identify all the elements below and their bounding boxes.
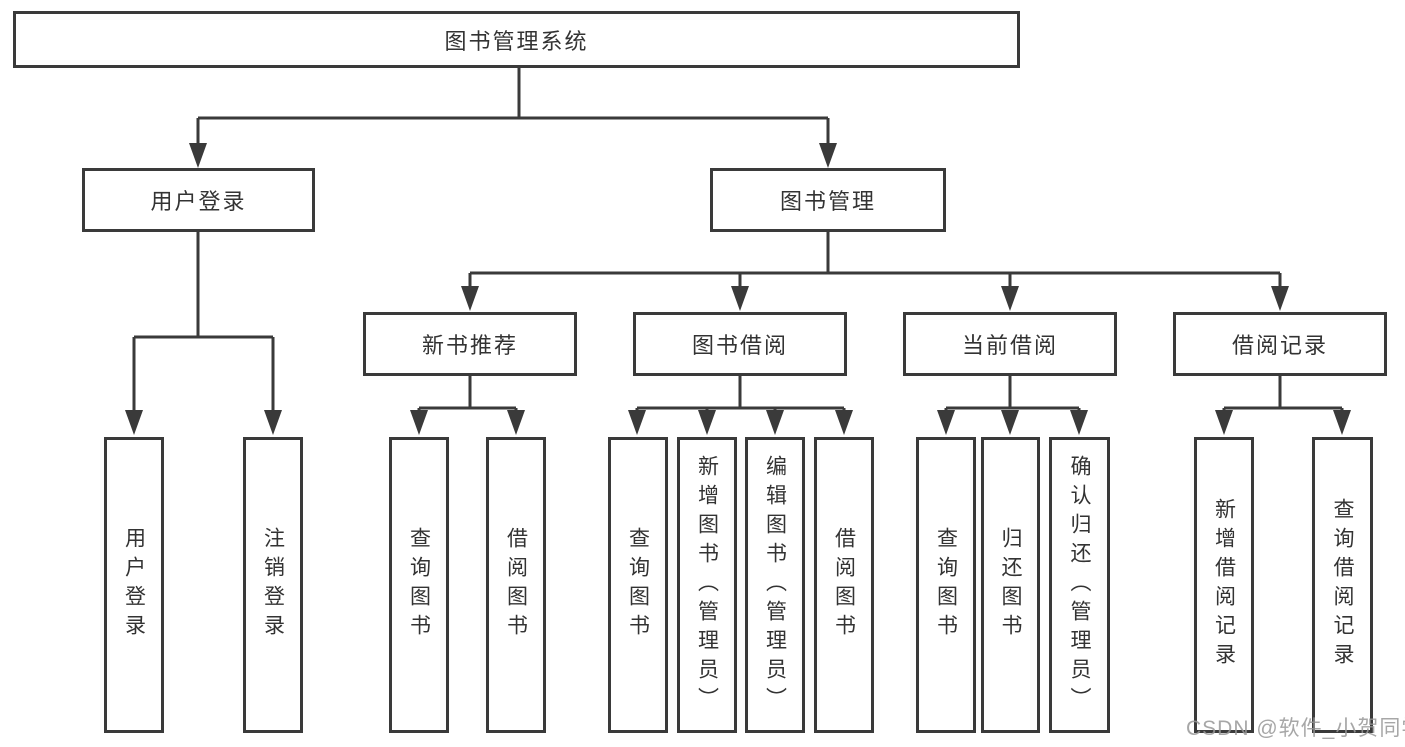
arrowhead-down [937,410,955,435]
arrowhead-down [1001,286,1019,311]
arrowhead-down [731,286,749,311]
node-leaf-record-query: 查询借阅记录 [1312,437,1373,733]
csdn-watermark: CSDN @软件_小贺同学 [1186,717,1405,740]
arrowhead-down [628,410,646,435]
node-leaf-current-confirm-admin: 确认归还（管理员） [1049,437,1110,733]
node-book-management: 图书管理 [710,168,946,232]
node-leaf-newbook-borrow: 借阅图书 [486,437,546,733]
node-leaf-newbook-query: 查询图书 [389,437,449,733]
node-leaf-logout: 注销登录 [243,437,303,733]
node-leaf-borrow-query: 查询图书 [608,437,668,733]
arrowhead-down [189,143,207,168]
node-leaf-current-return: 归还图书 [981,437,1040,733]
arrowhead-down [1001,410,1019,435]
node-new-book-recommend: 新书推荐 [363,312,577,376]
node-borrow-record: 借阅记录 [1173,312,1387,376]
arrowhead-down [507,410,525,435]
node-leaf-user-login: 用户登录 [104,437,164,733]
arrowhead-down [835,410,853,435]
arrowhead-down [461,286,479,311]
node-leaf-borrow-add-admin: 新增图书（管理员） [677,437,737,733]
node-leaf-borrow-lend: 借阅图书 [814,437,874,733]
arrowhead-down [410,410,428,435]
arrowhead-down [766,410,784,435]
arrowhead-down [125,410,143,435]
arrowhead-down [1271,286,1289,311]
node-leaf-borrow-edit-admin: 编辑图书（管理员） [745,437,805,733]
arrowhead-down [1333,410,1351,435]
arrowhead-down [1070,410,1088,435]
node-root: 图书管理系统 [13,11,1020,68]
node-leaf-record-add: 新增借阅记录 [1194,437,1254,733]
node-user-login: 用户登录 [82,168,315,232]
arrowhead-down [698,410,716,435]
node-current-borrow: 当前借阅 [903,312,1117,376]
arrowhead-down [1215,410,1233,435]
node-book-borrow: 图书借阅 [633,312,847,376]
node-leaf-current-query: 查询图书 [916,437,976,733]
arrowhead-down [264,410,282,435]
arrowhead-down [819,143,837,168]
